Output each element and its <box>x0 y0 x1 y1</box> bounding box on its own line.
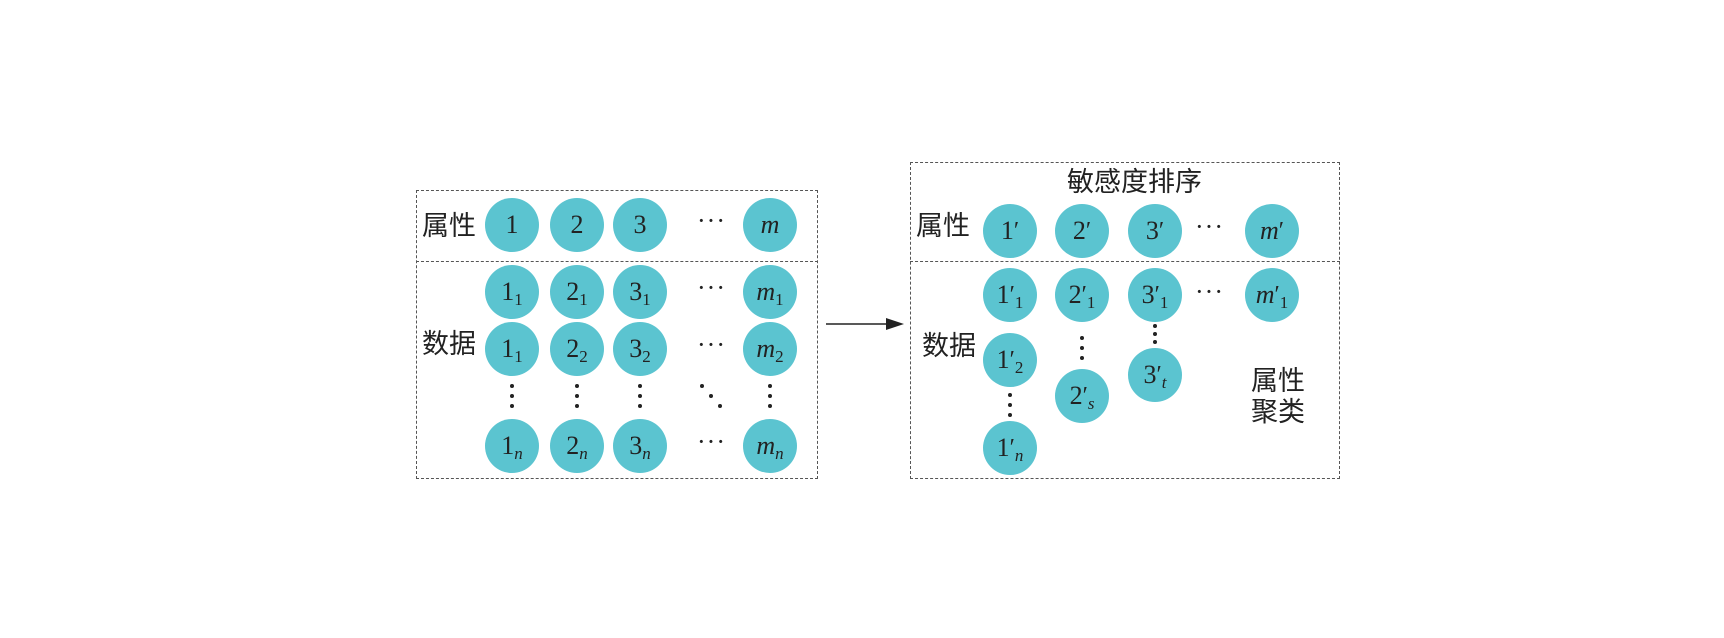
right-attr-ellipsis: ··· <box>1195 212 1224 241</box>
left-panel <box>416 190 818 479</box>
right-col1-node-1: 1′1 <box>983 268 1037 322</box>
transform-arrow <box>826 318 904 330</box>
left-row1-ellipsis: ··· <box>697 273 726 302</box>
left-attr-node-m: m <box>743 198 797 252</box>
right-panel <box>910 162 1340 479</box>
left-attr-node-1: 1 <box>485 198 539 252</box>
left-data-label: 数据 <box>422 329 476 360</box>
right-attr-node-2: 2′ <box>1055 204 1109 258</box>
left-attr-ellipsis: ··· <box>697 206 726 235</box>
right-row1-ellipsis: ··· <box>1195 277 1224 306</box>
right-col1-node-2: 1′2 <box>983 333 1037 387</box>
right-colm-node-1: m′1 <box>1245 268 1299 322</box>
left-attr-node-3: 3 <box>613 198 667 252</box>
right-col2-node-s: 2′s <box>1055 369 1109 423</box>
right-attr-node-m: m′ <box>1245 204 1299 258</box>
left-attr-label: 属性 <box>422 211 476 242</box>
attribute-clustering-label: 属性 聚类 <box>1251 366 1305 429</box>
right-col3-node-t: 3′t <box>1128 348 1182 402</box>
left-panel-divider <box>416 261 818 262</box>
right-attr-label: 属性 <box>916 211 970 242</box>
right-data-label: 数据 <box>922 331 976 362</box>
left-row2-ellipsis: ··· <box>697 330 726 359</box>
right-attr-node-3: 3′ <box>1128 204 1182 258</box>
left-attr-node-2: 2 <box>550 198 604 252</box>
left-rown-ellipsis: ··· <box>697 427 726 456</box>
right-panel-divider <box>910 261 1340 262</box>
sensitivity-ranking-title: 敏感度排序 <box>1067 167 1202 198</box>
right-col2-node-1: 2′1 <box>1055 268 1109 322</box>
right-attr-node-1: 1′ <box>983 204 1037 258</box>
right-col3-node-1: 3′1 <box>1128 268 1182 322</box>
right-col1-node-n: 1′n <box>983 421 1037 475</box>
